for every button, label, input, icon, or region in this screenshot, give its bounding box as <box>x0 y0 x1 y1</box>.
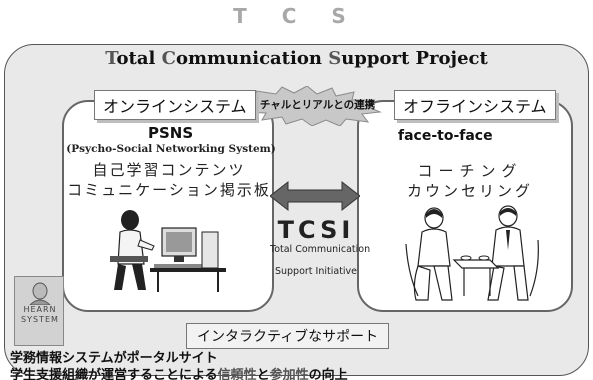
psns-subtitle: (Psycho-Social Networking System) <box>66 143 276 155</box>
bottom-text-b: と <box>256 368 270 380</box>
coaching-label: コーチング <box>417 162 523 180</box>
offline-system-tag: オフラインシステム <box>394 90 556 120</box>
system-text: SYSTEM <box>21 315 59 324</box>
tcsi-line-2: Support Initiative <box>274 266 358 277</box>
communication-board-label: コミュニケーション掲示板 <box>67 181 271 199</box>
bottom-text-a: 学生支援組織が運営することによる <box>10 368 218 380</box>
project-title: Total Communication Support Project <box>0 48 593 69</box>
virtual-real-link-label: バーチャルとリアルとの連携 <box>238 99 376 111</box>
online-system-tag: オンラインシステム <box>94 90 256 120</box>
reliability-participation-line: 学生支援組織が運営することによる信頼性と参加性の向上 <box>10 364 348 380</box>
title-word-upport-project: upport Project <box>341 48 488 69</box>
title-word-otal: otal <box>116 48 162 69</box>
psns-title: PSNS <box>148 124 194 142</box>
counseling-label: カウンセリング <box>406 182 533 200</box>
hearn-face-icon <box>29 282 51 305</box>
burst-shape <box>235 86 382 126</box>
counseling-illustration <box>398 204 548 304</box>
computer-user-illustration <box>104 206 230 294</box>
interactive-support-tag: インタラクティブなサポート <box>186 323 390 349</box>
self-study-content-label: 自己学習コンテンツ <box>92 161 246 179</box>
participation-word: 参加性 <box>269 368 309 380</box>
title-letter-s: S <box>328 48 342 69</box>
tcs-logo-title: T C S <box>233 4 360 28</box>
hearn-system-logo: HEARN SYSTEM <box>14 276 64 346</box>
title-word-ommunication: ommunication <box>175 48 329 69</box>
tcsi-title: TCSI <box>277 216 355 244</box>
tcsi-line-1: Total Communication <box>270 244 371 255</box>
double-arrow-icon <box>270 180 360 212</box>
reliability-word: 信頼性 <box>217 368 257 380</box>
bottom-text-c: の向上 <box>308 368 348 380</box>
title-letter-t: T <box>105 48 117 69</box>
hearn-text: HEARN <box>23 305 57 314</box>
portal-site-line: 学務情報システムがポータルサイト <box>10 351 218 366</box>
face-to-face-title: face-to-face <box>398 128 493 144</box>
title-letter-c: C <box>161 48 176 69</box>
